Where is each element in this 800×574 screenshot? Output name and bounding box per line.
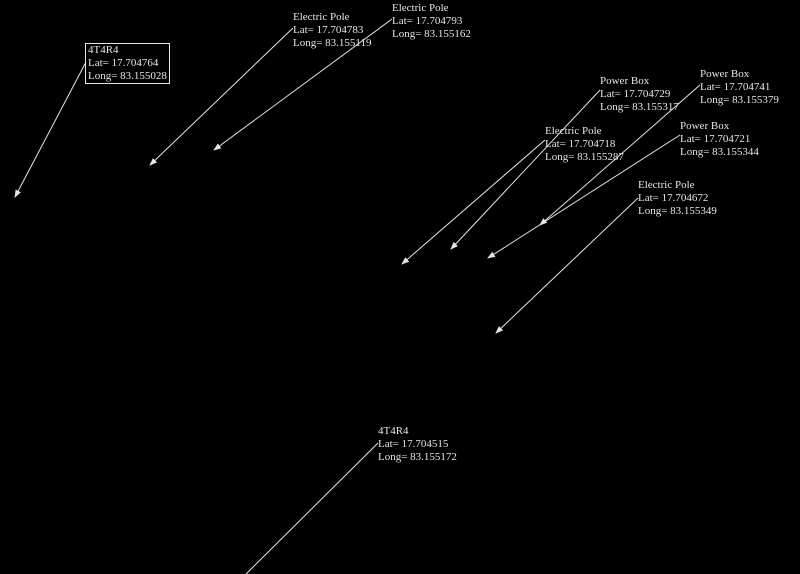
marker-long: Long= 83.155317	[600, 101, 679, 113]
marker-type: Power Box	[680, 120, 730, 132]
marker-lat: Lat= 17.704764	[88, 57, 159, 69]
marker-label-4t4r4[interactable]: 4T4R4 Lat= 17.704515 Long= 83.155172	[378, 425, 457, 464]
marker-type: 4T4R4	[378, 425, 409, 437]
marker-long: Long= 83.155028	[88, 70, 167, 82]
leader-line	[149, 27, 294, 166]
marker-type: Electric Pole	[293, 11, 350, 23]
marker-label-electric-pole[interactable]: Electric Pole Lat= 17.704783 Long= 83.15…	[293, 11, 372, 50]
marker-long: Long= 83.155344	[680, 146, 759, 158]
leader-line	[213, 18, 393, 151]
marker-label-4t4r4[interactable]: 4T4R4 Lat= 17.704764 Long= 83.155028	[85, 43, 170, 84]
marker-label-electric-pole[interactable]: Electric Pole Lat= 17.704718 Long= 83.15…	[545, 125, 624, 164]
marker-label-electric-pole[interactable]: Electric Pole Lat= 17.704672 Long= 83.15…	[638, 179, 717, 218]
marker-lat: Lat= 17.704783	[293, 24, 364, 36]
leader-line	[539, 84, 701, 226]
marker-label-electric-pole[interactable]: Electric Pole Lat= 17.704793 Long= 83.15…	[392, 2, 471, 41]
marker-lat: Lat= 17.704515	[378, 438, 449, 450]
marker-lat: Lat= 17.704672	[638, 192, 709, 204]
marker-label-power-box[interactable]: Power Box Lat= 17.704721 Long= 83.155344	[680, 120, 759, 159]
marker-lat: Lat= 17.704793	[392, 15, 463, 27]
marker-label-power-box[interactable]: Power Box Lat= 17.704729 Long= 83.155317	[600, 75, 679, 114]
marker-long: Long= 83.155119	[293, 37, 372, 49]
marker-type: 4T4R4	[88, 44, 119, 56]
marker-type: Electric Pole	[392, 2, 449, 14]
leader-line	[14, 61, 87, 198]
marker-lat: Lat= 17.704741	[700, 81, 771, 93]
marker-type: Power Box	[700, 68, 750, 80]
marker-type: Electric Pole	[545, 125, 602, 137]
marker-long: Long= 83.155379	[700, 94, 779, 106]
marker-type: Power Box	[600, 75, 650, 87]
marker-long: Long= 83.155172	[378, 451, 457, 463]
marker-long: Long= 83.155162	[392, 28, 471, 40]
marker-lat: Lat= 17.704721	[680, 133, 751, 145]
marker-long: Long= 83.155287	[545, 151, 624, 163]
marker-type: Electric Pole	[638, 179, 695, 191]
leader-line	[401, 139, 546, 265]
leader-line	[245, 442, 379, 574]
leader-line	[487, 134, 681, 259]
marker-label-power-box[interactable]: Power Box Lat= 17.704741 Long= 83.155379	[700, 68, 779, 107]
marker-lat: Lat= 17.704729	[600, 88, 671, 100]
leader-line	[450, 89, 601, 250]
marker-long: Long= 83.155349	[638, 205, 717, 217]
leader-line	[495, 197, 639, 334]
marker-lat: Lat= 17.704718	[545, 138, 616, 150]
